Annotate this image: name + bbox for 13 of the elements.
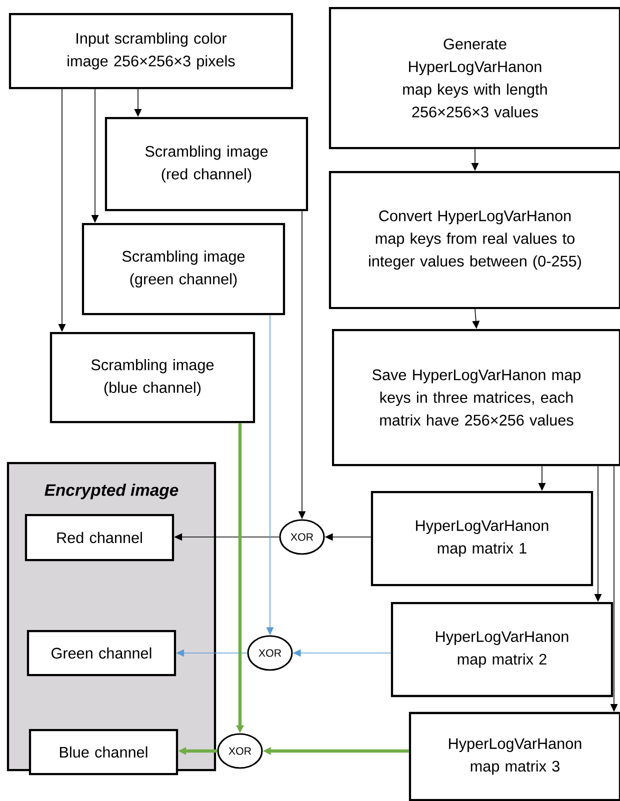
- process-box: Green channel: [26, 630, 176, 676]
- process-box: Red channel: [24, 514, 174, 562]
- process-box: HyperLogVarHanon map matrix 2: [390, 602, 614, 698]
- process-box: Scrambling image (red channel): [104, 116, 308, 212]
- process-box: Input scrambling color image 256×256×3 pixels: [8, 12, 294, 90]
- process-box: Convert HyperLogVarHanon map keys from real values to integer values between (0-255): [328, 170, 620, 310]
- process-box: HyperLogVarHanon map matrix 1: [370, 490, 594, 586]
- process-box: Scrambling image (green channel): [82, 222, 286, 316]
- process-box: Generate HyperLogVarHanon map keys with length 256×256×3 values: [328, 6, 620, 150]
- process-box: HyperLogVarHanon map matrix 3: [408, 712, 620, 801]
- process-box: Save HyperLogVarHanon map keys in three matrices, each matrix have 256×256 values: [332, 328, 620, 466]
- process-box: Scrambling image (blue channel): [50, 332, 256, 424]
- process-box: Blue channel: [28, 728, 178, 776]
